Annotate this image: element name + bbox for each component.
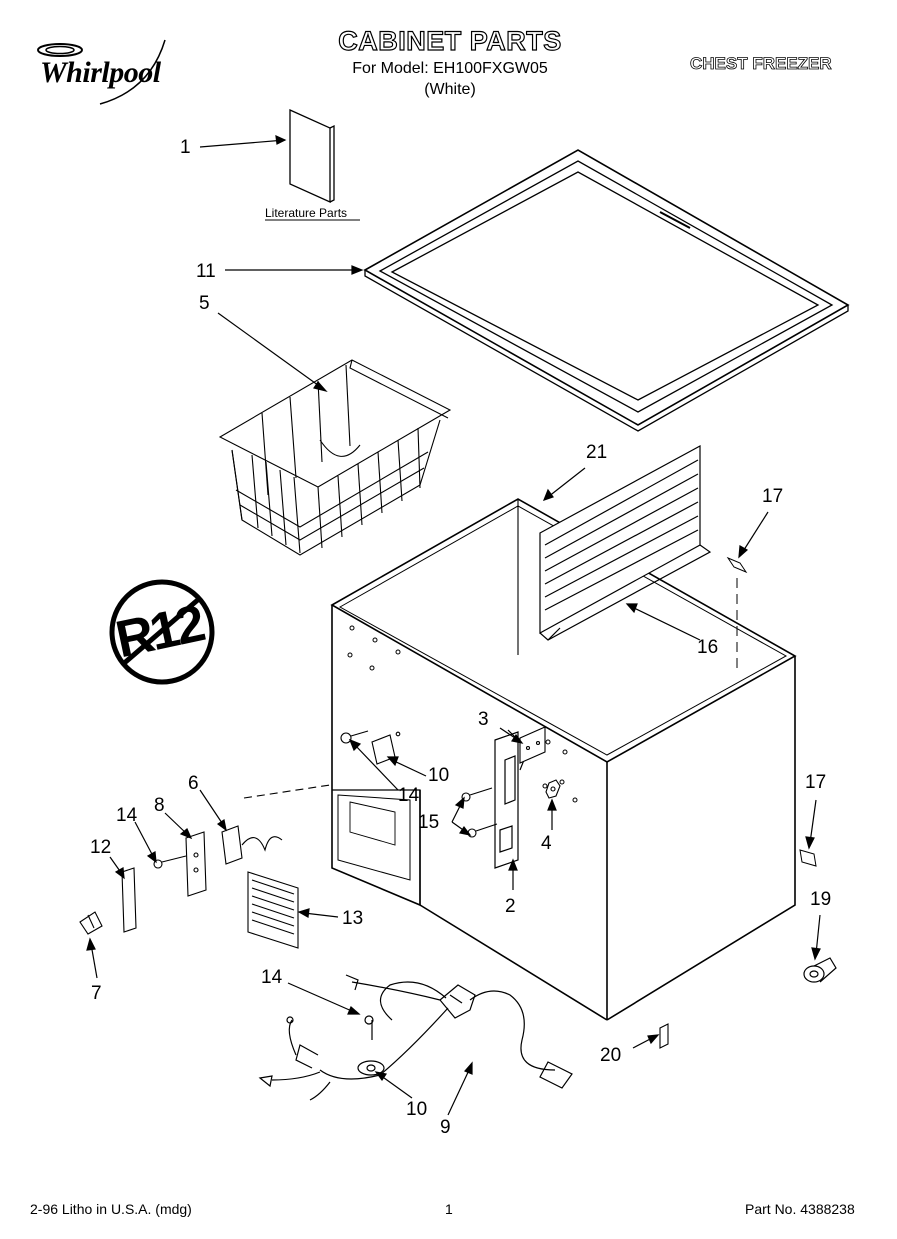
part-20 (659, 1023, 669, 1049)
callout-13: 13 (342, 908, 364, 929)
callout-9: 9 (440, 1117, 451, 1138)
callout-19: 19 (810, 889, 832, 910)
callout-7: 7 (91, 983, 102, 1004)
footer-part-number: Part No. 4388238 (745, 1201, 855, 1217)
basket-wires-back (261, 364, 351, 496)
callout-15: 15 (418, 812, 440, 833)
lid-hinge (494, 729, 529, 869)
hinge-nut-4 (545, 779, 561, 799)
model-number: For Model: EH100FXGW05 (352, 60, 548, 77)
thermostat (221, 784, 331, 865)
callout-4: 4 (541, 833, 552, 854)
callout-12: 12 (90, 837, 112, 858)
grille (247, 871, 299, 949)
callout-leaders (86, 135, 821, 1116)
callout-11: 11 (196, 261, 216, 282)
callout-14-upper: 14 (398, 785, 420, 806)
callout-2: 2 (505, 896, 516, 917)
power-cord-harness (258, 974, 573, 1101)
product-type: CHEST FREEZER (690, 54, 832, 74)
page-title: CABINET PARTS (338, 25, 562, 56)
callout-14-left: 14 (116, 805, 138, 826)
callout-8: 8 (154, 795, 165, 816)
label-17-top (726, 556, 748, 670)
callout-20: 20 (600, 1045, 622, 1066)
footer-page-number: 1 (445, 1201, 453, 1217)
hinge-screws (340, 730, 498, 838)
callout-3: 3 (478, 709, 489, 730)
cabinet-mount-holes (347, 625, 578, 803)
callout-1: 1 (180, 137, 191, 158)
control-plate (121, 867, 137, 933)
callout-14-lower: 14 (261, 967, 283, 988)
callout-10-lower: 10 (406, 1099, 428, 1120)
leveling-foot-19 (803, 957, 837, 983)
wire-basket (218, 359, 452, 556)
brand-logo: Whirlpool (40, 56, 161, 89)
freezer-lid (363, 149, 850, 432)
callout-17-side: 17 (805, 772, 827, 793)
thermostat-bracket (153, 831, 207, 897)
callout-21: 21 (586, 442, 608, 463)
callout-17-top: 17 (762, 486, 784, 507)
no-r12-badge (109, 579, 215, 685)
callout-5: 5 (199, 293, 210, 314)
divider-panel (539, 444, 712, 641)
literature-booklet (265, 108, 360, 221)
literature-parts-label: Literature Parts (265, 206, 348, 220)
callout-6: 6 (188, 773, 199, 794)
callout-16: 16 (697, 637, 719, 658)
label-17-side (799, 849, 817, 867)
model-color: (White) (424, 81, 476, 98)
freezer-cabinet (330, 498, 797, 1021)
thermostat-knob (79, 911, 103, 935)
callout-10-upper: 10 (428, 765, 450, 786)
hinge-plate-3 (519, 726, 546, 764)
footer-print-info: 2-96 Litho in U.S.A. (mdg) (30, 1201, 192, 1217)
